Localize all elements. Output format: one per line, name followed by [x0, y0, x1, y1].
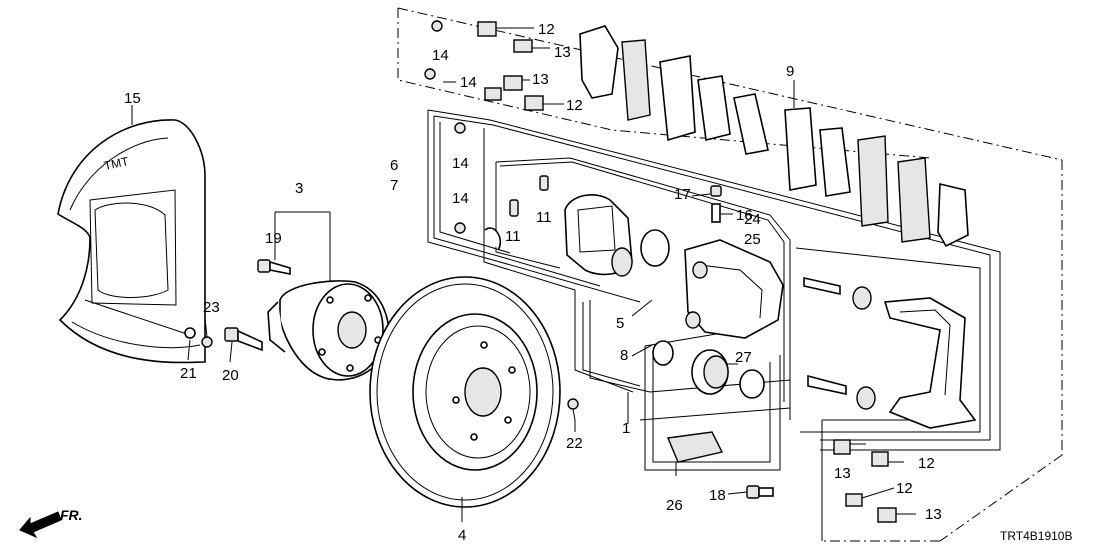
callout-1: 1 [622, 420, 630, 437]
group-outline-6-7 [427, 109, 1001, 451]
callout-20: 20 [222, 367, 239, 384]
splash-shield: TMT [57, 119, 206, 364]
callout-12: 12 [918, 455, 935, 472]
motor-bolt [509, 199, 519, 217]
callout-labels: 15 3 19 23 21 20 4 14 14 14 14 12 13 13 … [124, 21, 1073, 544]
callout-14: 14 [460, 74, 477, 91]
callout-12: 12 [538, 21, 555, 38]
washer [184, 327, 196, 339]
bleed-screw [710, 185, 722, 223]
guide-pin [803, 277, 872, 310]
callout-26: 26 [666, 497, 683, 514]
callout-14: 14 [432, 47, 449, 64]
group-outline-9 [397, 7, 1063, 542]
brake-disc [369, 276, 561, 508]
diagram-code: TRT4B1910B [1000, 529, 1073, 543]
callout-15: 15 [124, 90, 141, 107]
callout-22: 22 [566, 435, 583, 452]
grease-pack [667, 431, 724, 463]
callout-13: 13 [925, 506, 942, 523]
callout-27: 27 [735, 349, 752, 366]
callout-13: 13 [554, 44, 571, 61]
callout-5: 5 [616, 315, 624, 332]
callout-11: 11 [536, 209, 552, 226]
hub-bolt [257, 259, 291, 275]
callout-9: 9 [786, 63, 794, 80]
leader-lines [131, 27, 916, 522]
direction-label: FR. [60, 507, 83, 523]
piston-boot [739, 369, 765, 399]
flange-bolt [224, 327, 263, 352]
parking-brake-motor [564, 194, 633, 277]
callout-14: 14 [452, 155, 469, 172]
bracket-arm [484, 227, 502, 251]
screw [201, 336, 213, 348]
callout-24: 24 [744, 211, 761, 228]
callout-4: 4 [458, 527, 466, 544]
upper-clips [424, 20, 544, 234]
callout-16: 16 [736, 207, 753, 224]
callout-19: 19 [265, 230, 282, 247]
piston [691, 349, 729, 395]
guide-pin [807, 374, 876, 410]
caliper-body [684, 239, 784, 339]
callout-12: 12 [566, 97, 583, 114]
group-outline-1 [589, 247, 981, 433]
callout-23: 23 [203, 299, 220, 316]
callout-18: 18 [709, 487, 726, 504]
disc-screw [567, 398, 579, 421]
lower-clips [833, 439, 897, 523]
shield-stamp: TMT [103, 154, 131, 173]
callout-14: 14 [452, 190, 469, 207]
callout-12: 12 [896, 480, 913, 497]
callout-25: 25 [744, 231, 761, 248]
motor-bolt [539, 175, 549, 191]
callout-3: 3 [295, 180, 303, 197]
front-direction-arrow-icon [19, 511, 62, 539]
callout-17: 17 [674, 186, 691, 203]
group-outline-24-25 [483, 128, 791, 421]
motor-seal [640, 229, 670, 267]
brake-pad-set [579, 25, 969, 248]
callout-11: 11 [505, 228, 521, 245]
callout-21: 21 [180, 365, 197, 382]
callout-6: 6 [390, 157, 398, 174]
piston-seal [652, 340, 674, 366]
callout-7: 7 [390, 177, 398, 194]
hub-bearing [267, 280, 390, 381]
caliper-bracket [883, 297, 977, 429]
callout-13: 13 [834, 465, 851, 482]
bracket-bolt [746, 485, 774, 499]
callout-13: 13 [532, 71, 549, 88]
callout-8: 8 [620, 347, 628, 364]
